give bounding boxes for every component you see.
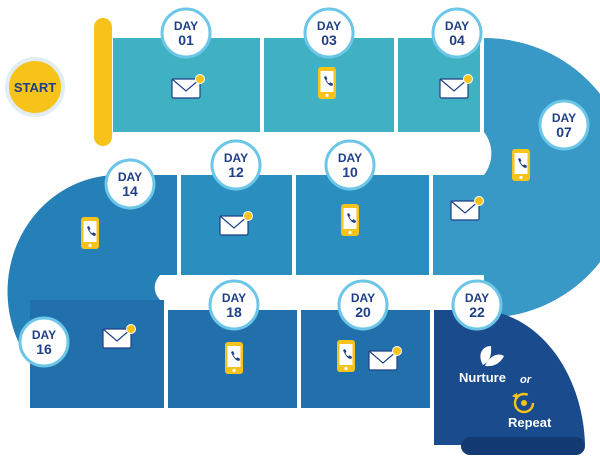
or-label: or	[520, 374, 532, 386]
day-badge-number: 12	[228, 164, 244, 180]
mobile-phone-icon	[318, 67, 336, 99]
day-badge-prefix: DAY	[465, 291, 489, 305]
mobile-phone-icon	[341, 204, 359, 236]
mobile-phone-icon	[512, 149, 530, 181]
repeat-label: Repeat	[508, 415, 552, 430]
start-bar	[94, 18, 112, 146]
day-badge-prefix: DAY	[224, 151, 248, 165]
day-badge-prefix: DAY	[222, 291, 246, 305]
day-badge-number: 18	[226, 304, 242, 320]
day-badge-number: 10	[342, 164, 358, 180]
start-label: START	[14, 80, 56, 95]
day-badge-number: 01	[178, 32, 194, 48]
day-badge-prefix: DAY	[32, 328, 56, 342]
day-badge-prefix: DAY	[174, 19, 198, 33]
day-badge-prefix: DAY	[118, 170, 142, 184]
tile-day-10	[296, 175, 429, 275]
finish-bar	[461, 437, 585, 455]
start-badge	[5, 57, 65, 117]
mobile-phone-icon	[337, 340, 355, 372]
day-badge-number: 03	[321, 32, 337, 48]
mobile-phone-icon	[225, 342, 243, 374]
cycle-arrow-icon	[512, 392, 535, 414]
day-badge-prefix: DAY	[338, 151, 362, 165]
day-badge-number: 04	[449, 32, 465, 48]
nurture-label: Nurture	[459, 370, 506, 385]
day-badge-number: 20	[355, 304, 371, 320]
day-badge-number: 16	[36, 341, 52, 357]
day-badge-prefix: DAY	[317, 19, 341, 33]
day-badge-number: 14	[122, 183, 138, 199]
day-badge-prefix: DAY	[552, 111, 576, 125]
mobile-phone-icon	[81, 217, 99, 249]
day-badge-number: 07	[556, 124, 572, 140]
tile-day-22	[434, 310, 585, 445]
leaf-icon	[480, 346, 504, 367]
day-badge-prefix: DAY	[351, 291, 375, 305]
day-badge-prefix: DAY	[445, 19, 469, 33]
day-badge-number: 22	[469, 304, 485, 320]
